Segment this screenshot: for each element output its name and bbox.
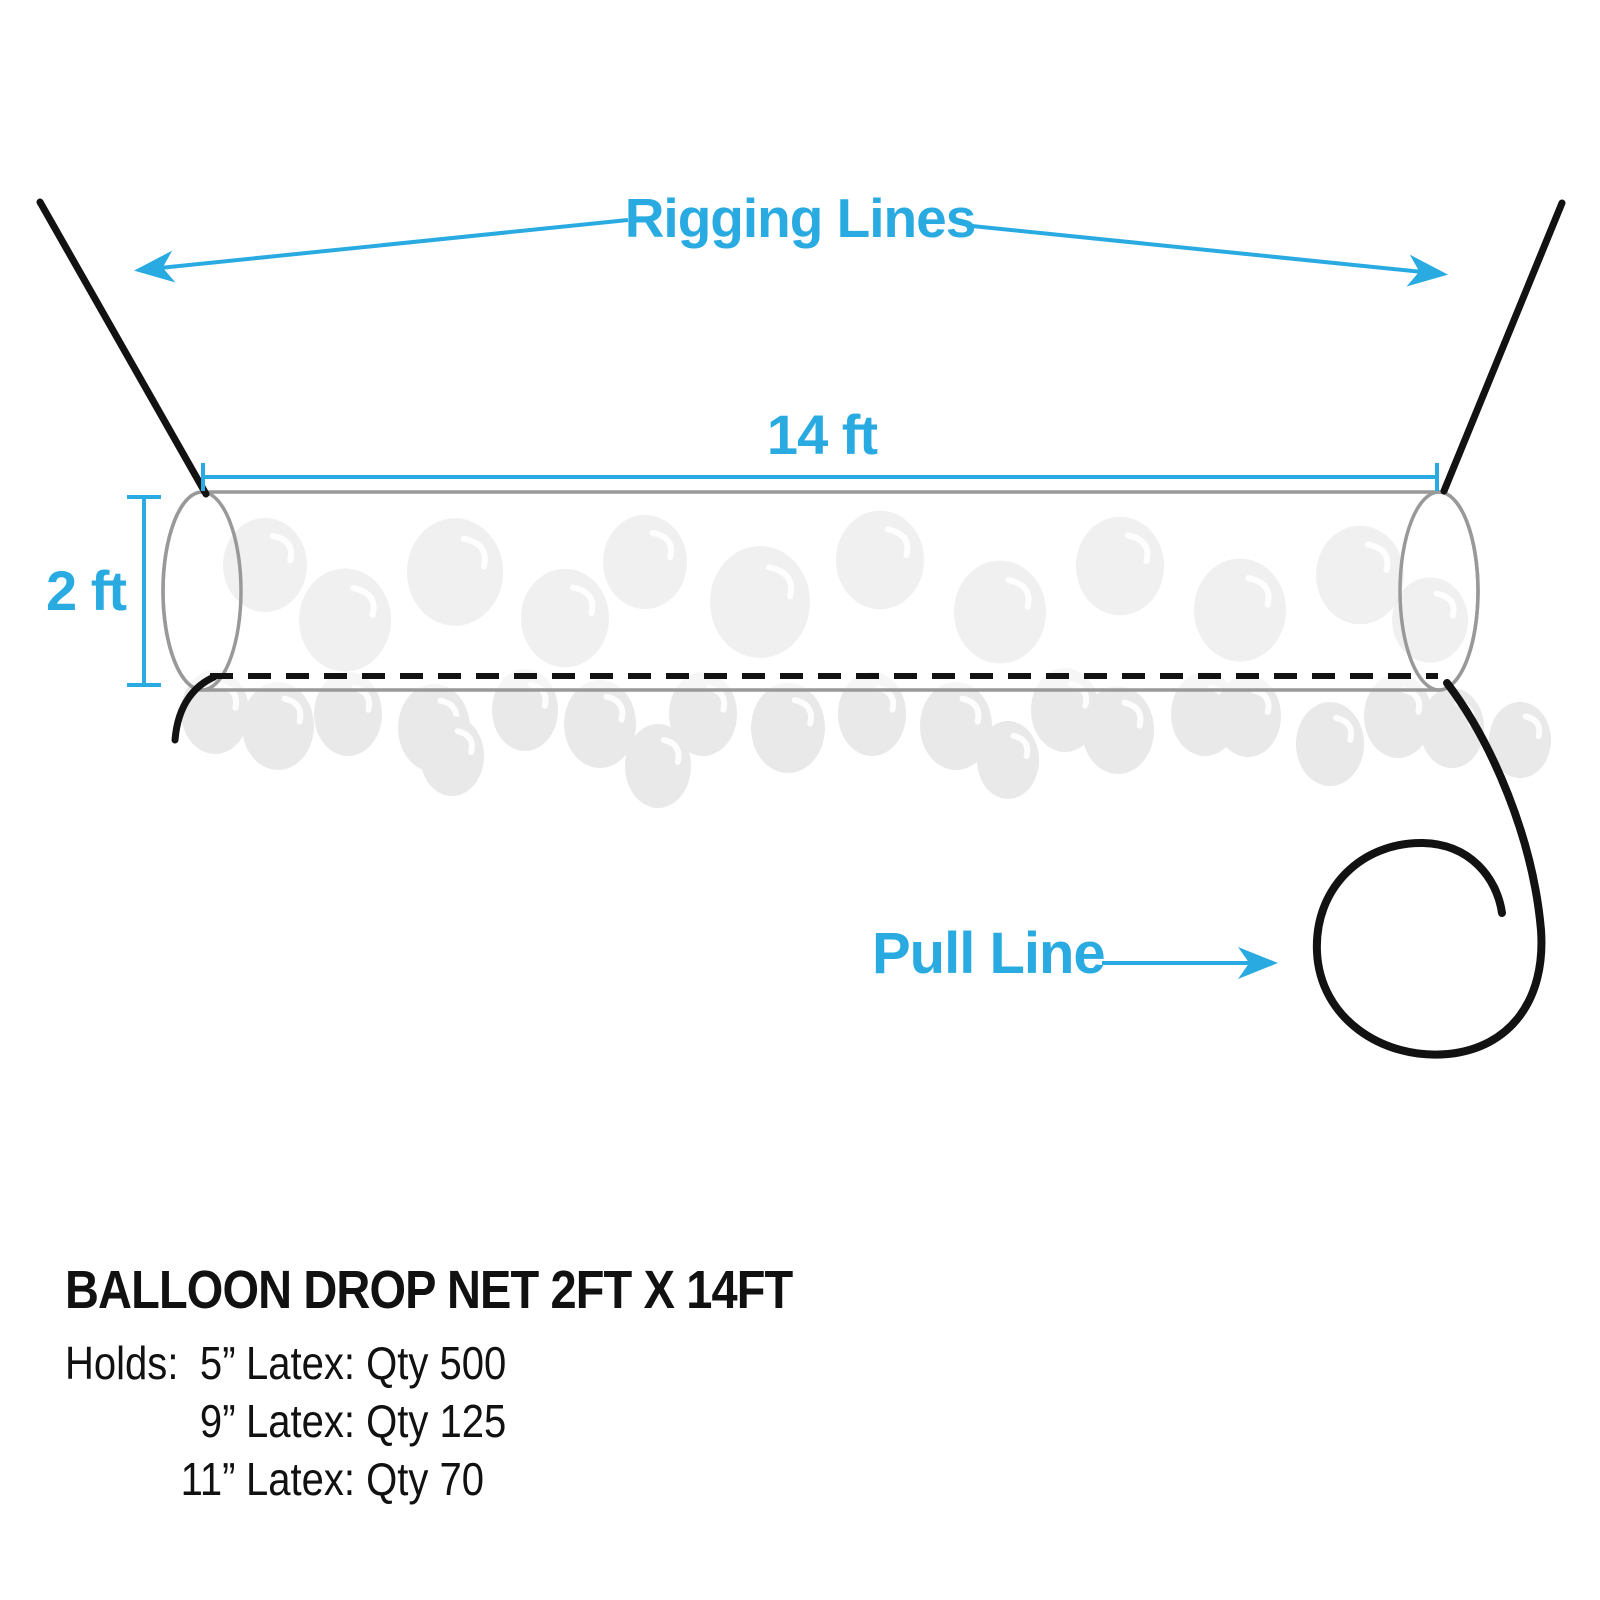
balloon [954,560,1046,664]
balloon-cluster-inside-net [223,510,1468,672]
balloon [1316,525,1404,625]
balloon-highlight [649,529,675,561]
rigging-callout-arrow-left [134,218,629,283]
balloon-highlight [959,695,982,725]
balloon-highlight [281,695,304,725]
balloon-highlight [454,728,475,755]
balloon-highlight [1364,541,1391,574]
balloon-size: 11” [180,1452,236,1505]
balloon-qty: Latex: Qty 70 [245,1452,485,1505]
pull-line-left-tail [171,673,218,744]
balloon-highlight [791,697,814,727]
balloon [603,514,687,610]
balloon-size: 5” [199,1336,236,1389]
balloon [1296,702,1364,786]
balloon-highlight [569,584,596,617]
balloon-highlight [350,585,377,618]
balloon [751,683,825,773]
balloon-highlight [884,526,911,559]
balloon-highlight [766,564,794,600]
balloon-highlight [1245,575,1272,608]
rigging-line-right [1440,199,1566,495]
balloon-highlight [603,693,626,723]
spec-row: 9” Latex: Qty 125 [65,1393,792,1451]
balloon-highlight [1121,699,1144,729]
balloon-highlight [1522,713,1543,740]
balloon-highlight [1333,714,1355,743]
spec-row: 11” Latex: Qty 70 [65,1451,792,1509]
balloon [977,721,1039,799]
balloon [1194,558,1286,662]
balloon [242,682,314,770]
pull-line-label: Pull Line [872,921,1106,986]
balloon-highlight [269,532,295,564]
balloon-qty: Latex: Qty 500 [245,1336,507,1389]
balloon-highlight [1005,577,1032,610]
balloon-qty: Latex: Qty 125 [245,1394,507,1447]
balloon [223,517,307,613]
balloon-highlight [460,535,488,570]
product-title: BALLOON DROP NET 2FT X 14FT [65,1260,793,1320]
balloon-highlight [1433,590,1457,619]
balloon [407,518,503,626]
balloon [420,716,484,796]
product-specs: BALLOON DROP NET 2FT X 14FT Holds: 5” La… [65,1260,793,1509]
balloon [710,546,810,658]
holds-label: Holds: [65,1336,179,1389]
balloon [836,510,924,610]
rigging-line-left [36,198,210,498]
height-dimension-label: 2 ft [46,559,127,622]
balloon [1082,686,1154,774]
width-dimension-label: 14 ft [766,403,878,466]
width-dimension-line [201,463,1439,491]
rigging-lines-label: Rigging Lines [624,187,977,249]
balloon-highlight [1010,732,1031,760]
rigging-callout-arrow-right [971,224,1448,287]
net-right-end-ring [1398,490,1480,692]
height-dimension-line [127,495,161,687]
spec-row: Holds: 5” Latex: Qty 500 [65,1335,792,1393]
balloon-size: 9” [199,1394,236,1447]
balloon [299,568,391,672]
balloon [1392,577,1468,663]
balloon [521,568,609,668]
balloon-highlight [1124,532,1151,565]
balloon [1076,516,1164,616]
pull-line-coil [1312,679,1546,1059]
balloon [564,680,636,768]
balloon-highlight [660,736,682,765]
